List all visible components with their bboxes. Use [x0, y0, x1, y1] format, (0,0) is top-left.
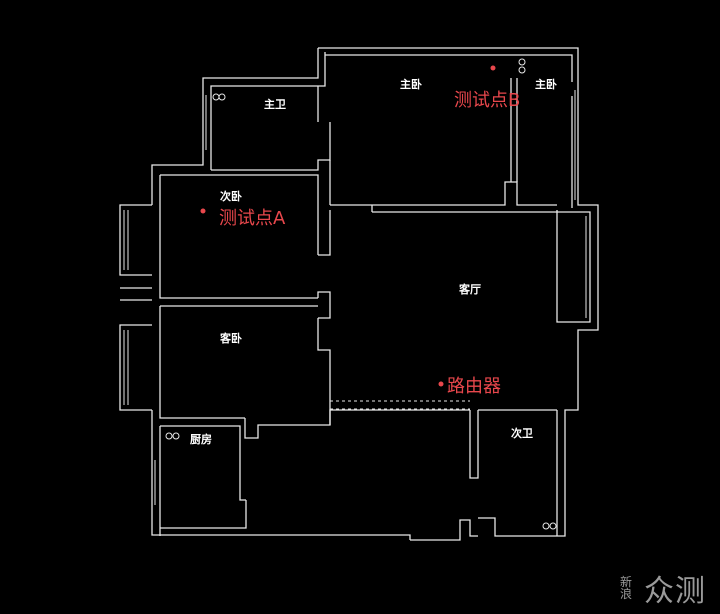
room-label-master-bedroom: 主卧: [400, 77, 422, 91]
room-label-master-bath: 主卫: [264, 97, 286, 111]
room-label-living-room: 客厅: [458, 282, 481, 296]
outer-walls: [119, 47, 599, 541]
watermark-small-line1: 新: [620, 575, 633, 589]
fixture-circles: [165, 58, 557, 530]
test-point-a-label: 测试点A: [219, 208, 286, 229]
room-label-kitchen: 厨房: [190, 432, 212, 446]
room-label-guest-bedroom: 客卧: [219, 331, 242, 345]
test-point-b-dot: [490, 65, 496, 71]
room-label-second-bath: 次卫: [511, 426, 533, 440]
router-label: 路由器: [447, 376, 501, 397]
right-balcony: [556, 210, 591, 323]
interior-walls: [159, 78, 558, 536]
left-windows: [123, 90, 576, 505]
watermark: 新浪众测: [620, 566, 706, 610]
room-label-second-bedroom: 次卧: [220, 189, 242, 203]
dashed-boundary: [330, 400, 470, 410]
watermark-small-line2: 浪: [620, 587, 633, 601]
watermark-small: 新浪: [620, 576, 644, 600]
room-label-master-bedroom-small: 主卧: [535, 77, 557, 91]
router-dot: [438, 381, 444, 387]
watermark-big: 众测: [644, 574, 706, 609]
test-point-b-label: 测试点B: [454, 90, 520, 111]
test-point-a-dot: [200, 208, 206, 214]
